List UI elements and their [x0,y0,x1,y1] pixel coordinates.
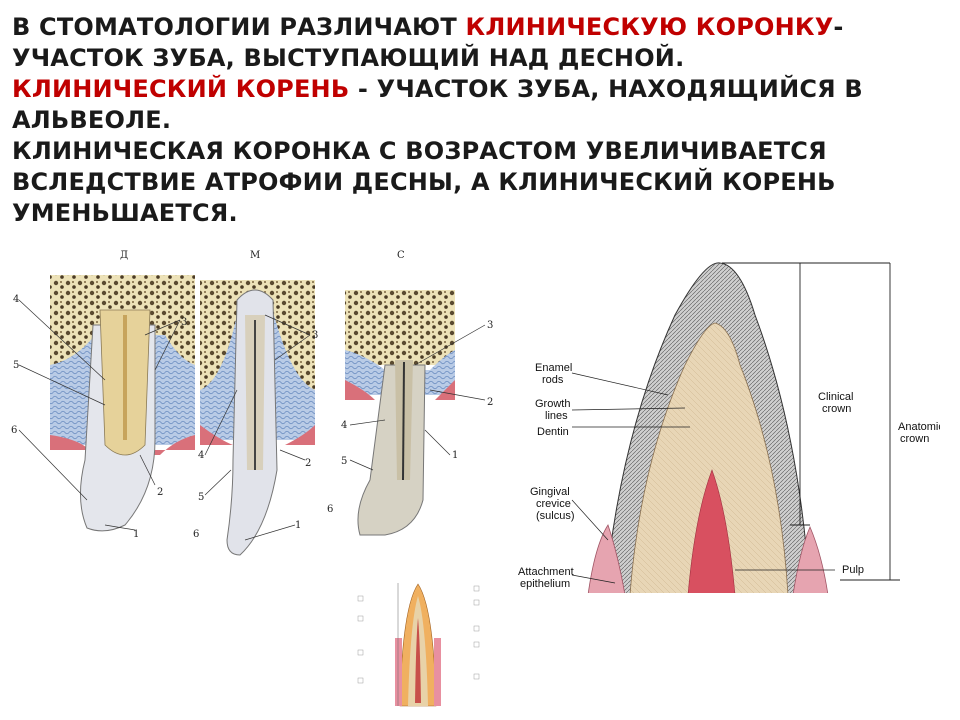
label-3-b: 3 [312,330,318,341]
slide-text: В СТОМАТОЛОГИИ РАЗЛИЧАЮТ КЛИНИЧЕСКУЮ КОР… [12,12,942,229]
label-4-a: 4 [13,294,19,305]
panel-title-m: М [250,250,260,261]
dentin-shape [629,322,789,596]
label-pulp: Pulp [842,564,864,576]
text-line-6: ВСЛЕДСТВИЕ АТРОФИИ ДЕСНЫ, А КЛИНИЧЕСКИЙ … [12,168,836,196]
term-clinical-crown: КЛИНИЧЕСКУЮ КОРОНКУ [465,13,834,41]
label-enamel: Enamel [535,362,572,374]
label-1-a: 1 [133,529,139,540]
label-2-c: 2 [487,397,493,408]
label-anatomic-crown: crown [900,433,929,445]
label-6-c: 6 [327,504,333,515]
text-line-2: УЧАСТОК ЗУБА, ВЫСТУПАЮЩИЙ НАД ДЕСНОЙ. [12,44,685,72]
label-5-b: 5 [198,492,204,503]
label-rods: rods [542,374,564,386]
label-sulcus: (sulcus) [536,510,575,522]
panel-title-s: С [397,250,405,261]
label-anatomic: Anatomic [898,421,940,433]
text-line-4: АЛЬВЕОЛЕ. [12,106,172,134]
label-5-a: 5 [13,360,19,371]
panel-title-d: Д [120,250,128,261]
label-epithelium: epithelium [520,578,570,590]
text-fragment: - [833,13,844,41]
label-6-a: 6 [11,425,17,436]
label-5-c: 5 [341,456,347,467]
label-growth: Growth [535,398,570,410]
text-line-5: КЛИНИЧЕСКАЯ КОРОНКА С ВОЗРАСТОМ УВЕЛИЧИВ… [12,137,827,165]
label-3-a: 3 [181,317,187,328]
tooth-age-stages-figure: Д М С [11,250,493,556]
label-clinical-crown: crown [822,403,851,415]
label-6-b: 6 [193,529,199,540]
crown-anatomy-figure: Enamel rods Growth lines Dentin Gingival… [500,262,940,600]
tooth-panel-old [345,290,455,536]
text-line-1: В СТОМАТОЛОГИИ РАЗЛИЧАЮТ КЛИНИЧЕСКУЮ КОР… [12,12,942,43]
anatomy-leaders [571,372,835,584]
crown-brackets [722,262,900,581]
text-fragment: В СТОМАТОЛОГИИ РАЗЛИЧАЮТ [12,13,466,41]
label-clinical: Clinical [818,391,853,403]
text-line-7: УМЕНЬШАЕТСЯ. [12,199,238,227]
tooth-panel-middle [200,280,315,556]
label-2-b: 2 [305,458,311,469]
label-gingival: Gingival [530,486,570,498]
label-3-c: 3 [487,320,493,331]
text-fragment: - УЧАСТОК ЗУБА, НАХОДЯЩИЙСЯ В [349,75,863,103]
text-line-3: КЛИНИЧЕСКИЙ КОРЕНЬ - УЧАСТОК ЗУБА, НАХОД… [12,74,942,105]
pulp-shape [687,469,736,596]
label-lines: lines [545,410,568,422]
term-clinical-root: КЛИНИЧЕСКИЙ КОРЕНЬ [12,75,350,103]
label-crevice: crevice [536,498,571,510]
label-dentin: Dentin [537,426,569,438]
label-4-c: 4 [341,420,347,431]
label-attachment: Attachment [518,566,574,578]
gingiva-left [587,524,626,596]
label-4-b: 4 [198,450,204,461]
gingiva-right [792,525,829,596]
tooth-section-thumbnail [350,578,485,708]
tooth-panel-young [50,275,195,532]
leader-lines [18,299,486,541]
label-1-c: 1 [452,450,458,461]
label-2-a: 2 [157,487,163,498]
label-1-b: 1 [295,520,301,531]
